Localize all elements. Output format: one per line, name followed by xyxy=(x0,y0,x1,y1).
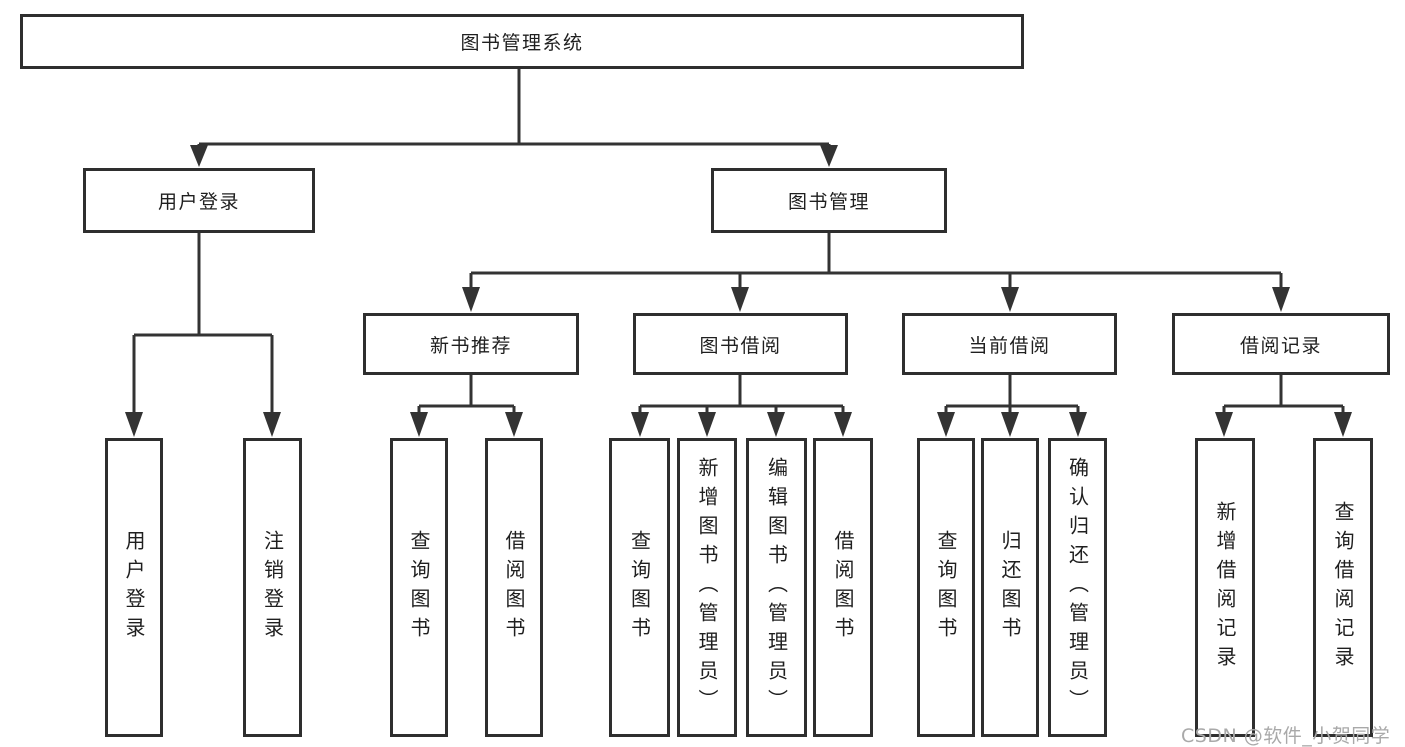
node-add-borrow-record: 新增借阅记录 xyxy=(1195,438,1255,737)
node-label: 图书管理系统 xyxy=(460,32,584,54)
node-label: 新书推荐 xyxy=(429,334,512,357)
node-label: 新增借阅记录 xyxy=(1213,500,1237,675)
node-borrowing-borrow-books: 借阅图书 xyxy=(813,438,873,737)
node-user-login-branch: 用户登录 xyxy=(83,168,315,233)
node-label: 查询图书 xyxy=(934,529,958,646)
node-current-borrowing: 当前借阅 xyxy=(902,313,1117,375)
arrow-icon xyxy=(698,412,716,437)
node-recommend-borrow-books: 借阅图书 xyxy=(485,438,543,737)
node-label: 新增图书（管理员） xyxy=(695,457,719,718)
node-user-login: 用户登录 xyxy=(105,438,163,737)
arrow-icon xyxy=(125,412,143,437)
node-return-books: 归还图书 xyxy=(981,438,1039,737)
node-label: 借阅记录 xyxy=(1239,334,1322,357)
arrow-icon xyxy=(1001,412,1019,437)
node-label: 确认归还（管理员） xyxy=(1065,457,1090,718)
node-label: 查询图书 xyxy=(627,529,652,646)
node-borrowing-records: 借阅记录 xyxy=(1172,313,1390,375)
node-label: 用户登录 xyxy=(157,191,240,213)
node-label: 图书借阅 xyxy=(699,334,782,357)
node-label: 用户登录 xyxy=(122,529,146,646)
node-add-books-admin: 新增图书（管理员） xyxy=(677,438,737,737)
node-label: 借阅图书 xyxy=(831,529,855,646)
node-label: 查询借阅记录 xyxy=(1331,500,1355,675)
node-book-management: 图书管理 xyxy=(711,168,947,233)
node-book-borrowing: 图书借阅 xyxy=(633,313,848,375)
arrow-icon xyxy=(767,412,785,437)
arrow-icon xyxy=(937,412,955,437)
node-confirm-return-admin: 确认归还（管理员） xyxy=(1048,438,1107,737)
node-label: 查询图书 xyxy=(407,529,431,646)
arrow-icon xyxy=(820,145,838,167)
node-label: 编辑图书（管理员） xyxy=(764,457,789,718)
arrow-icon xyxy=(190,145,208,167)
arrow-icon xyxy=(263,412,281,437)
node-logout: 注销登录 xyxy=(243,438,302,737)
node-edit-books-admin: 编辑图书（管理员） xyxy=(746,438,807,737)
node-library-management-system: 图书管理系统 xyxy=(20,14,1024,69)
arrow-icon xyxy=(1069,412,1087,437)
node-recommend-query-books: 查询图书 xyxy=(390,438,448,737)
arrow-icon xyxy=(1001,287,1019,312)
arrow-icon xyxy=(1272,287,1290,312)
node-new-book-recommend: 新书推荐 xyxy=(363,313,579,375)
node-current-query-books: 查询图书 xyxy=(917,438,975,737)
arrowheads xyxy=(125,145,1352,437)
node-label: 借阅图书 xyxy=(502,529,526,646)
node-label: 注销登录 xyxy=(260,529,285,646)
node-label: 图书管理 xyxy=(787,191,870,213)
arrow-icon xyxy=(631,412,649,437)
arrow-icon xyxy=(410,412,428,437)
node-borrowing-query-books: 查询图书 xyxy=(609,438,670,737)
arrow-icon xyxy=(731,287,749,312)
arrow-icon xyxy=(505,412,523,437)
arrow-icon xyxy=(834,412,852,437)
arrow-icon xyxy=(462,287,480,312)
node-label: 归还图书 xyxy=(998,529,1022,646)
arrow-icon xyxy=(1334,412,1352,437)
csdn-watermark: CSDN @软件_小贺同学 xyxy=(1181,725,1391,747)
node-label: 当前借阅 xyxy=(968,334,1051,357)
node-query-borrow-record: 查询借阅记录 xyxy=(1313,438,1373,737)
arrow-icon xyxy=(1215,412,1233,437)
